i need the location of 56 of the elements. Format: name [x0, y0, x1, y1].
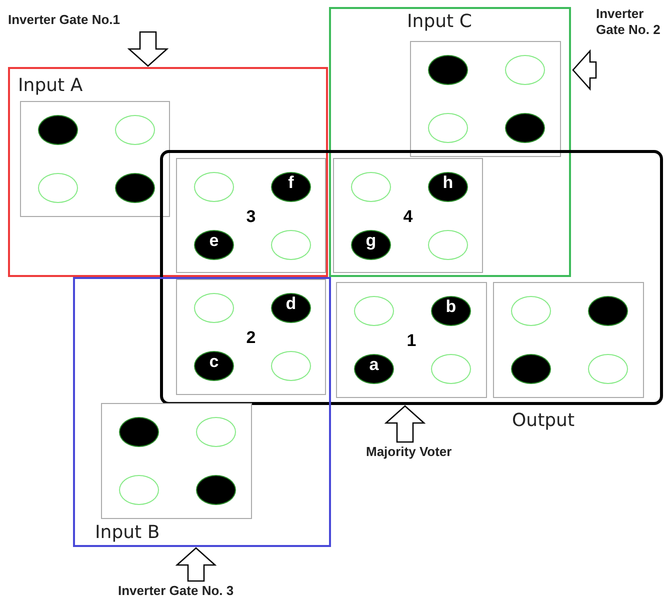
quantum-dot: [351, 172, 391, 202]
quantum-dot: h: [428, 172, 468, 202]
quantum-dot: [511, 354, 551, 384]
qca-cell: [176, 158, 326, 273]
quantum-dot: [196, 417, 236, 447]
region-label: Input B: [95, 522, 160, 543]
quantum-dot: d: [271, 293, 311, 323]
quantum-dot: a: [354, 354, 394, 384]
block-arrow: [572, 49, 597, 91]
quantum-dot: [271, 230, 311, 260]
quantum-dot: g: [351, 230, 391, 260]
qca-cell: [20, 101, 170, 217]
quantum-dot: [431, 354, 471, 384]
region-label: Input A: [18, 75, 83, 96]
qca-cell: [410, 41, 561, 157]
quantum-dot: [428, 230, 468, 260]
quantum-dot: f: [271, 172, 311, 202]
quantum-dot: [119, 475, 159, 505]
block-arrow: [127, 31, 169, 67]
quantum-dot: [38, 173, 78, 203]
quantum-dot: b: [431, 296, 471, 326]
arrow-caption: Inverter Gate No.1: [8, 12, 158, 30]
qca-cell: [176, 279, 326, 395]
quantum-dot: [588, 354, 628, 384]
quantum-dot: [505, 113, 545, 143]
arrow-caption: Inverter Gate No. 2: [596, 6, 671, 66]
region-label: Input C: [407, 11, 472, 32]
quantum-dot: [115, 115, 155, 145]
quantum-dot: [354, 296, 394, 326]
cell-number: 4: [402, 207, 414, 227]
quantum-dot: [38, 115, 78, 145]
quantum-dot: [196, 475, 236, 505]
quantum-dot: [194, 172, 234, 202]
quantum-dot: [194, 293, 234, 323]
block-arrow: [384, 405, 426, 443]
arrow-caption: Inverter Gate No. 3: [118, 583, 296, 601]
cell-number: 3: [245, 207, 257, 227]
quantum-dot: c: [194, 351, 234, 381]
quantum-dot: [428, 55, 468, 85]
qca-cell: [336, 282, 487, 398]
block-arrow: [175, 547, 217, 582]
input-region: [73, 277, 331, 547]
qca-cell: [101, 403, 252, 519]
quantum-dot: [505, 55, 545, 85]
quantum-dot: [271, 351, 311, 381]
qca-cell: [333, 158, 483, 273]
quantum-dot: e: [194, 230, 234, 260]
arrow-caption: Majority Voter: [366, 444, 500, 462]
quantum-dot: [119, 417, 159, 447]
output-label: Output: [512, 410, 575, 431]
cell-number: 2: [245, 328, 257, 348]
quantum-dot: [428, 113, 468, 143]
quantum-dot: [115, 173, 155, 203]
quantum-dot: [588, 296, 628, 326]
cell-number: 1: [406, 331, 418, 351]
quantum-dot: [511, 296, 551, 326]
